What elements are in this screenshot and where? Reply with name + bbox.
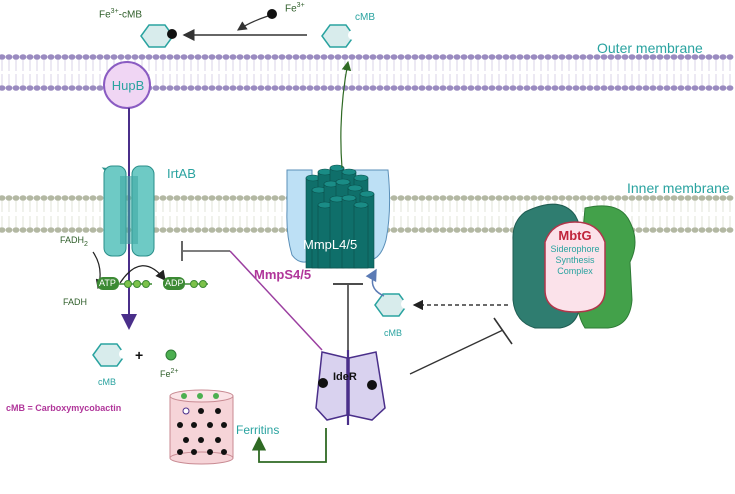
hupb-label: HupB — [111, 78, 145, 93]
inner-membrane-label: Inner membrane — [627, 180, 730, 196]
atp-label: ATP — [99, 278, 116, 288]
mbtg-line2: Synthesis — [555, 255, 595, 265]
mbtg-line1: Siderophore — [550, 244, 600, 254]
adp-pill — [163, 277, 185, 290]
cmb-legend: cMB = Carboxymycobactin — [6, 403, 122, 413]
mmpl-label: MmpL4/5 — [303, 237, 358, 252]
export-arrow — [340, 60, 352, 169]
atp-hydrolysis-arrow — [119, 265, 166, 284]
ider-mbtg-inhibition-line — [409, 329, 504, 375]
mbtg-line3: Complex — [557, 266, 593, 276]
fe-cmb-label: Fe3+-cMB — [99, 8, 142, 21]
cmb-top-notch — [348, 30, 358, 40]
mmpl-transporter — [286, 164, 391, 269]
irtab-label: IrtAB — [167, 166, 196, 181]
mmps-label: MmpS4/5 — [254, 267, 312, 282]
ider-ferritin-arrow — [251, 428, 327, 463]
mbtg-title: MbtG — [558, 228, 592, 243]
mbtg-complex — [512, 203, 636, 329]
fe-binding-arrow — [237, 15, 269, 31]
ider-mbtg-inhibition-bar — [493, 317, 513, 345]
plus-sign: + — [135, 347, 144, 363]
adp-label: ADP — [165, 278, 184, 288]
fe3-ion-top — [267, 9, 277, 19]
fe3-top-label: Fe3+ — [285, 2, 305, 15]
atp-pill — [97, 277, 119, 290]
irtab-transporter — [101, 165, 155, 257]
hupb-protein — [103, 61, 151, 109]
cmb-mid-label: cMB — [384, 328, 402, 338]
ferritin-storage — [169, 389, 234, 465]
fe2-ion — [165, 349, 177, 361]
cmb-top-label: cMB — [355, 12, 375, 23]
ferritins-label: Ferritins — [236, 423, 280, 437]
ider-label: IdeR — [333, 371, 357, 383]
fadh2-label: FADH2 — [60, 235, 88, 248]
fe-cmb-iron-icon — [167, 29, 177, 39]
cmb-to-mmpl-arrow — [365, 268, 385, 297]
outer-membrane-label: Outer membrane — [597, 40, 703, 56]
fadh-label: FADH — [63, 297, 88, 307]
fe2-label: Fe2+ — [160, 368, 179, 379]
cmb-bottom-label: cMB — [98, 377, 116, 387]
mmps-ider-line — [229, 250, 323, 351]
ider-protein — [315, 350, 386, 425]
